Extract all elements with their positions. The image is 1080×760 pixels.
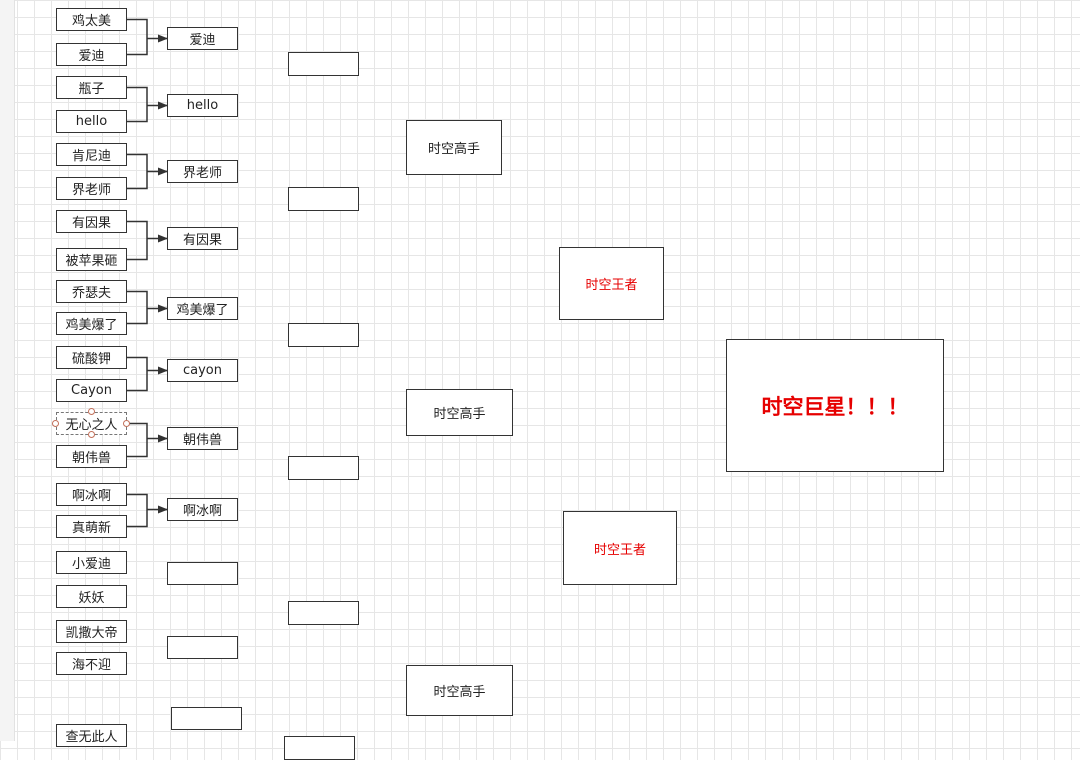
bracket-line [127,220,148,261]
player-box[interactable]: Cayon [56,379,127,402]
round1-box[interactable]: cayon [167,359,238,382]
player-box[interactable]: 瓶子 [56,76,127,99]
round3-box[interactable]: 时空高手 [406,120,502,175]
player-box[interactable]: 真萌新 [56,515,127,538]
round1-box[interactable]: 鸡美爆了 [167,297,238,320]
player-box[interactable]: 乔瑟夫 [56,280,127,303]
round3-box[interactable]: 时空高手 [406,665,513,716]
resize-handle-top[interactable] [88,408,95,415]
round4-box[interactable]: 时空王者 [563,511,677,585]
bracket-line [127,153,148,190]
player-box[interactable]: 海不迎 [56,652,127,675]
round2-box-empty[interactable] [288,601,359,625]
round1-box[interactable]: 界老师 [167,160,238,183]
round2-box-empty[interactable] [288,187,359,211]
player-box[interactable]: 肯尼迪 [56,143,127,166]
player-box[interactable]: 鸡太美 [56,8,127,31]
round1-box-empty[interactable] [171,707,242,730]
round1-box-empty[interactable] [167,562,238,585]
player-box[interactable]: 硫酸钾 [56,346,127,369]
round1-box[interactable]: 啊冰啊 [167,498,238,521]
player-box[interactable]: 小爱迪 [56,551,127,574]
player-box[interactable]: 爱迪 [56,43,127,66]
round1-box[interactable]: 有因果 [167,227,238,250]
round1-box[interactable]: hello [167,94,238,117]
round4-box[interactable]: 时空王者 [559,247,664,320]
player-box[interactable]: 界老师 [56,177,127,200]
bracket-line [127,18,148,56]
champion-box[interactable]: 时空巨星！！！ [726,339,944,472]
bracket-line [127,356,148,392]
round3-box[interactable]: 时空高手 [406,389,513,436]
player-box[interactable]: 凯撒大帝 [56,620,127,643]
round1-box[interactable]: 爱迪 [167,27,238,50]
resize-handle-bottom[interactable] [88,431,95,438]
bracket-line [127,86,148,123]
bracket-line [127,290,148,325]
round2-box-empty[interactable] [288,323,359,347]
bracket-line [127,493,148,528]
player-box[interactable]: 鸡美爆了 [56,312,127,335]
player-box[interactable]: 朝伟兽 [56,445,127,468]
player-box[interactable]: 查无此人 [56,724,127,747]
round2-box-empty[interactable] [284,736,355,760]
round1-box[interactable]: 朝伟兽 [167,427,238,450]
bracket-connectors [127,18,168,528]
left-panel-edge [0,0,15,741]
player-box[interactable]: hello [56,110,127,133]
player-box[interactable]: 啊冰啊 [56,483,127,506]
round1-box-empty[interactable] [167,636,238,659]
resize-handle-left[interactable] [52,420,59,427]
bracket-line [127,422,148,458]
player-box[interactable]: 妖妖 [56,585,127,608]
player-box[interactable]: 有因果 [56,210,127,233]
player-box[interactable]: 被苹果砸 [56,248,127,271]
round2-box-empty[interactable] [288,456,359,480]
round2-box-empty[interactable] [288,52,359,76]
resize-handle-right[interactable] [123,420,130,427]
